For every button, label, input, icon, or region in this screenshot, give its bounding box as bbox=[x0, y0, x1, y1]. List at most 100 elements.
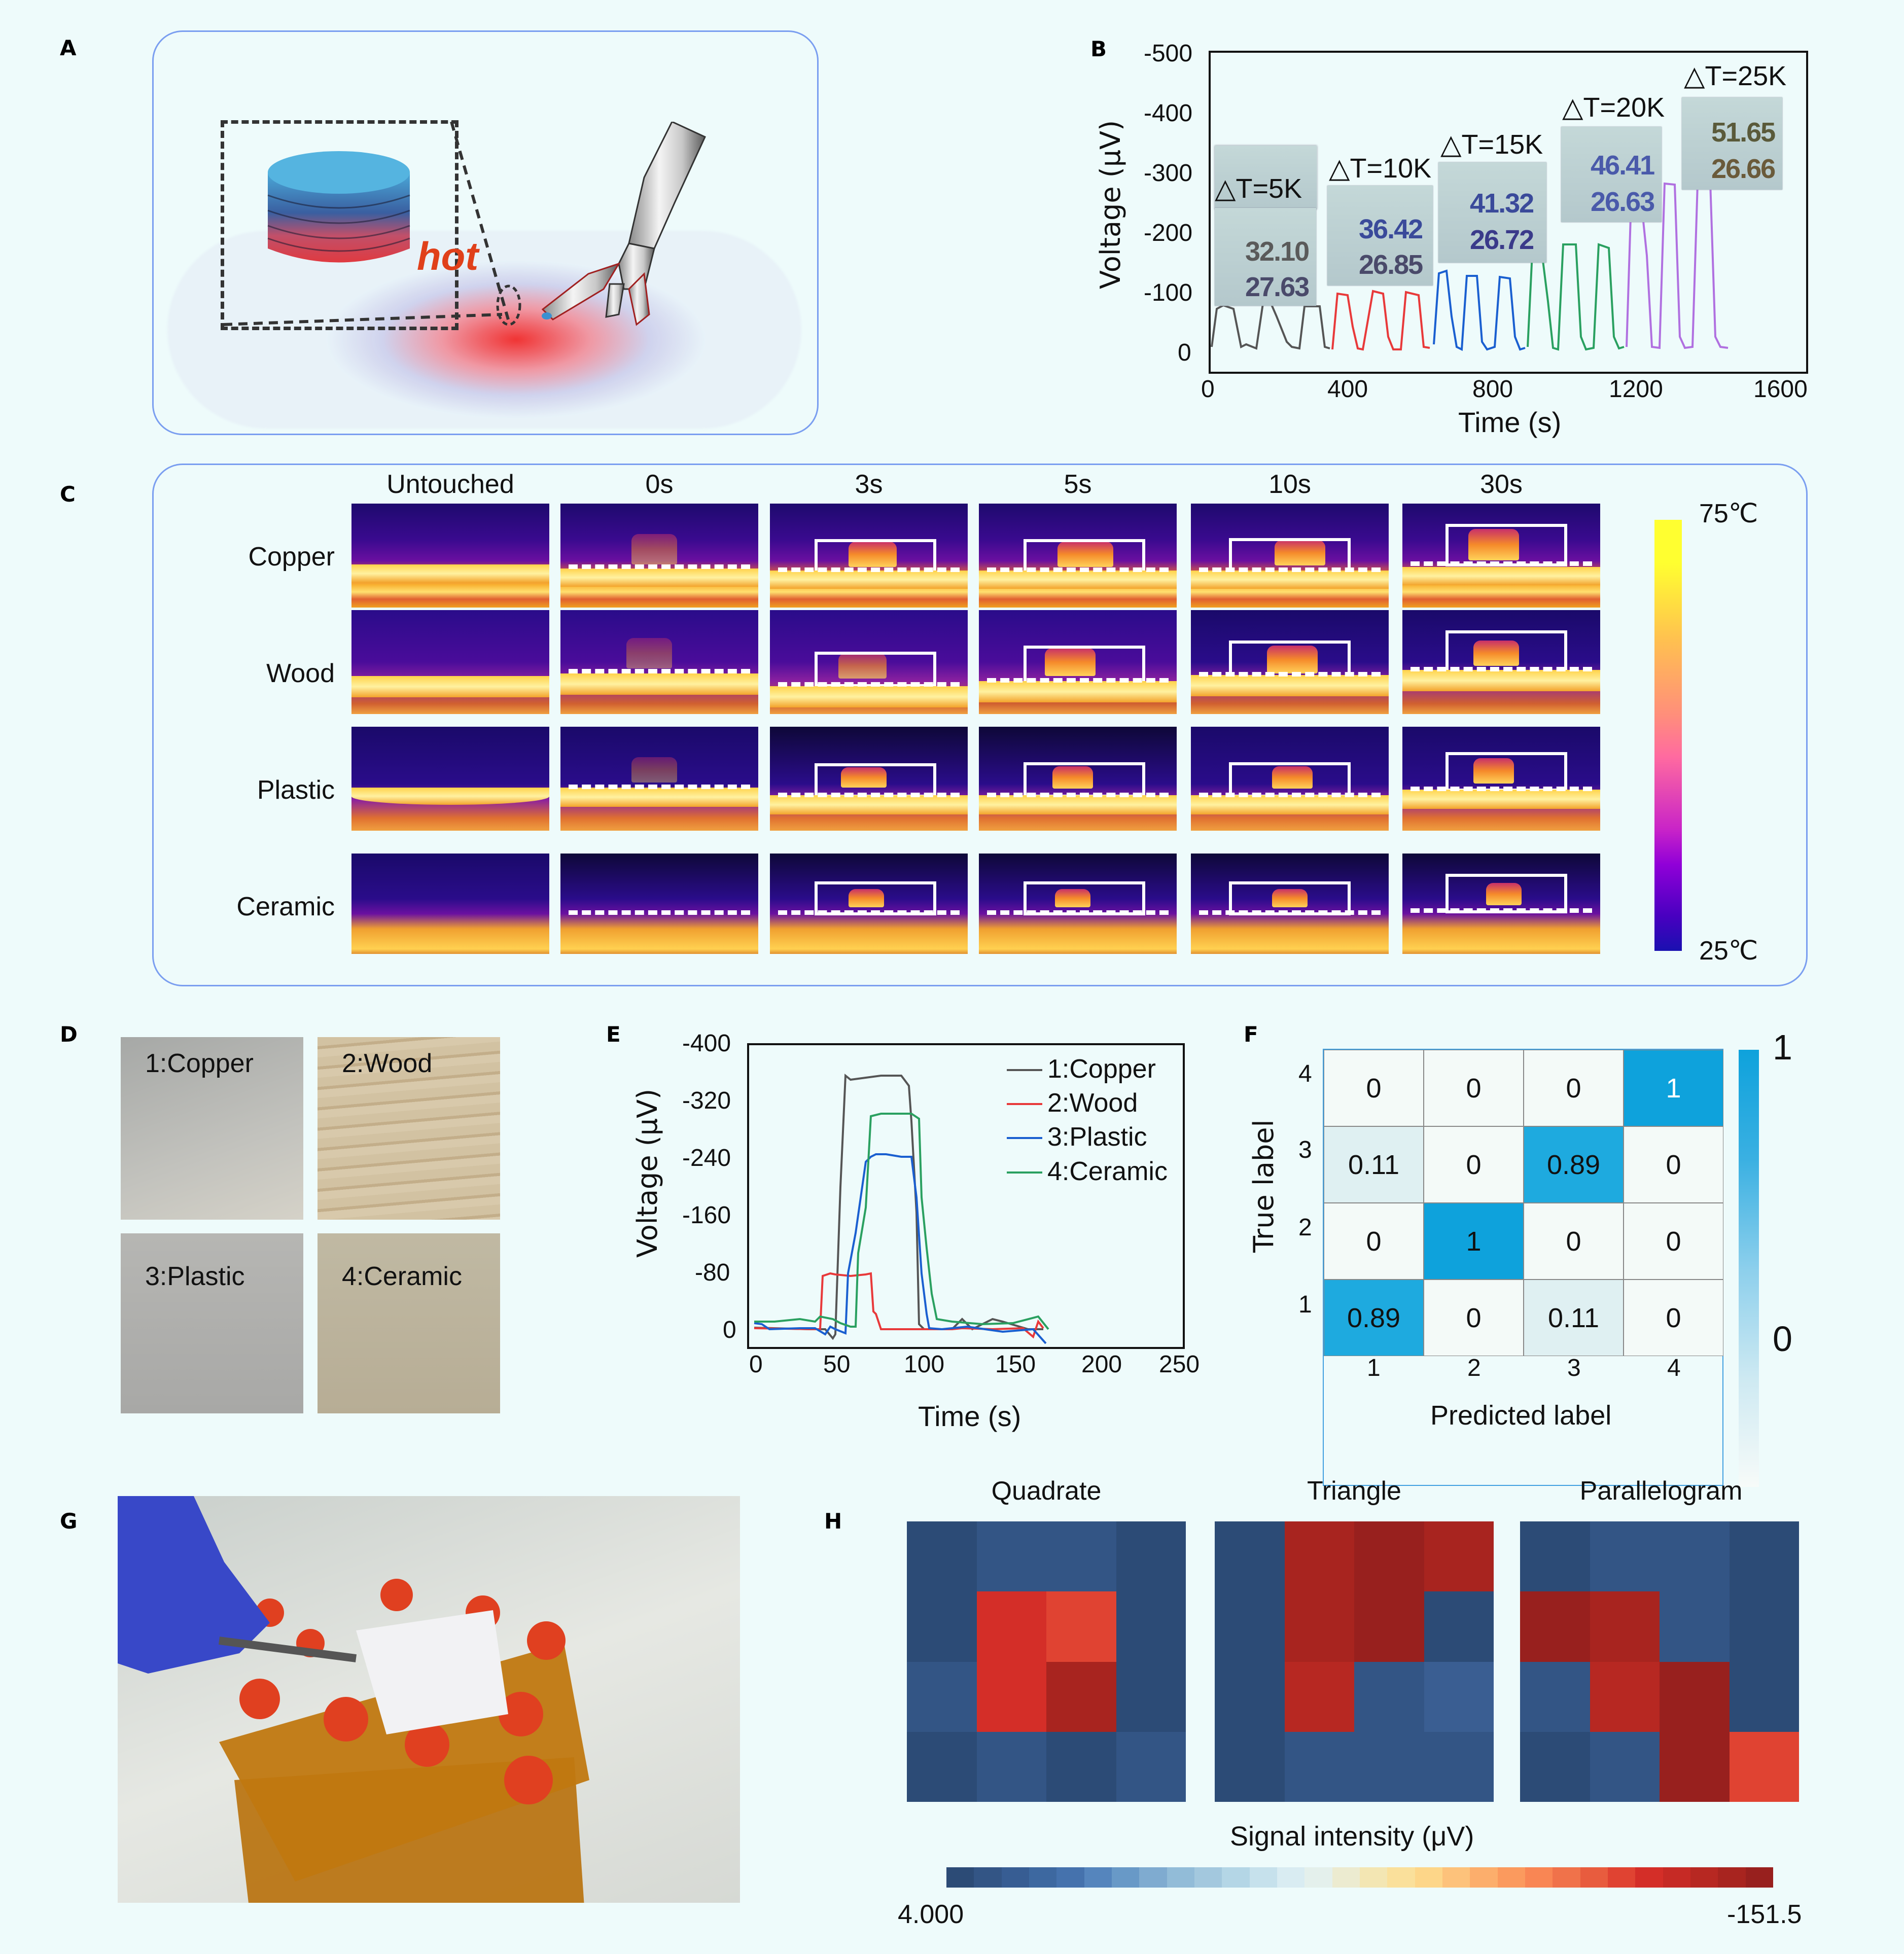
cm-cell: 0 bbox=[1424, 1050, 1524, 1126]
signal-colorbar bbox=[946, 1867, 1773, 1888]
cm-cell: 0.11 bbox=[1524, 1280, 1624, 1356]
legend-swatch-wood bbox=[1007, 1103, 1042, 1105]
robot-hand-icon bbox=[541, 122, 706, 326]
thermal-image bbox=[351, 610, 549, 714]
thermal-image bbox=[1402, 504, 1600, 608]
thermal-image bbox=[770, 854, 968, 954]
e-xtick: 0 bbox=[749, 1351, 763, 1378]
e-xtick: 50 bbox=[823, 1351, 851, 1378]
thermal-image bbox=[351, 504, 549, 608]
cm-cell: 0 bbox=[1624, 1280, 1723, 1356]
e-xtick: 100 bbox=[904, 1351, 945, 1378]
thermal-image bbox=[1191, 504, 1389, 608]
thermometer-display: 51.65 26.66 bbox=[1682, 97, 1782, 190]
thermal-image bbox=[560, 610, 758, 714]
column-header: 30s bbox=[1480, 470, 1523, 499]
b-ytick: -100 bbox=[1144, 279, 1193, 306]
f-xtick: 2 bbox=[1467, 1355, 1481, 1381]
legend-swatch-ceramic bbox=[1007, 1171, 1042, 1174]
row-header: Plastic bbox=[257, 775, 335, 805]
row-header: Copper bbox=[248, 542, 335, 572]
e-ytick: -400 bbox=[682, 1030, 731, 1057]
sensor-array-photo bbox=[118, 1496, 740, 1912]
heatmap-title: Triangle bbox=[1307, 1476, 1401, 1506]
thermal-image bbox=[979, 727, 1177, 831]
e-ytick: -240 bbox=[682, 1145, 731, 1171]
thermometer-display: 46.41 26.63 bbox=[1561, 127, 1662, 222]
panel-label-f: F bbox=[1244, 1022, 1258, 1047]
cm-cell: 0 bbox=[1624, 1126, 1723, 1203]
b-ytick: -200 bbox=[1144, 220, 1193, 246]
thermal-image bbox=[770, 610, 968, 714]
e-xtick: 200 bbox=[1081, 1351, 1122, 1378]
f-xtick: 1 bbox=[1367, 1355, 1381, 1381]
cm-cell: 1 bbox=[1624, 1050, 1723, 1126]
cm-cell: 0.11 bbox=[1324, 1126, 1424, 1203]
panel-label-g: G bbox=[60, 1509, 78, 1534]
signal-colorbar-min: 4.000 bbox=[898, 1900, 964, 1929]
f-ylabel: True label bbox=[1248, 1119, 1280, 1253]
heatmap-title: Parallelogram bbox=[1579, 1476, 1743, 1506]
legend-label: 3:Plastic bbox=[1047, 1122, 1147, 1152]
e-xlabel: Time (s) bbox=[918, 1400, 1021, 1432]
dt-label: △T=10K bbox=[1329, 153, 1432, 184]
thermal-image bbox=[351, 727, 549, 831]
b-xtick: 800 bbox=[1472, 376, 1513, 403]
cm-cell: 0.89 bbox=[1524, 1126, 1624, 1203]
thermal-image bbox=[1402, 610, 1600, 714]
panel-label-b: B bbox=[1090, 37, 1107, 61]
b-ytick: -300 bbox=[1144, 160, 1193, 187]
colorbar-max-label: 75℃ bbox=[1699, 499, 1758, 528]
e-ytick: -320 bbox=[682, 1087, 731, 1114]
temperature-colorbar bbox=[1654, 520, 1682, 951]
heatmap-triangle bbox=[1215, 1521, 1494, 1802]
sample-wood: 2:Wood bbox=[318, 1037, 500, 1220]
thermal-image bbox=[979, 854, 1177, 954]
heatmap-parallelogram bbox=[1520, 1521, 1799, 1802]
b-xtick: 1600 bbox=[1753, 376, 1808, 403]
thermal-image bbox=[1191, 610, 1389, 714]
row-header: Ceramic bbox=[236, 892, 335, 921]
f-ytick: 3 bbox=[1298, 1136, 1312, 1163]
colorbar-min-label: 25℃ bbox=[1699, 936, 1758, 966]
thermal-image bbox=[560, 727, 758, 831]
legend-swatch-plastic bbox=[1007, 1137, 1042, 1139]
f-xtick: 4 bbox=[1667, 1355, 1681, 1381]
row-header: Wood bbox=[266, 659, 335, 688]
e-xtick: 150 bbox=[995, 1351, 1036, 1378]
thermometer-display bbox=[1215, 146, 1317, 209]
cm-cell: 0 bbox=[1324, 1203, 1424, 1280]
thermal-image bbox=[351, 854, 549, 954]
b-ytick: -500 bbox=[1144, 40, 1193, 67]
confusion-colorbar bbox=[1739, 1050, 1759, 1487]
cm-cell: 0 bbox=[1524, 1203, 1624, 1280]
heatmap-quadrate bbox=[907, 1521, 1186, 1802]
heatmap-title: Quadrate bbox=[991, 1476, 1102, 1506]
dt-label: △T=5K bbox=[1215, 173, 1302, 204]
e-ytick: 0 bbox=[723, 1317, 736, 1343]
f-ytick: 1 bbox=[1298, 1291, 1312, 1318]
cm-cell: 1 bbox=[1424, 1203, 1524, 1280]
thermal-image bbox=[1402, 727, 1600, 831]
e-xtick: 250 bbox=[1159, 1351, 1200, 1378]
thermometer-display: 32.10 27.63 bbox=[1215, 208, 1316, 306]
panel-label-h: H bbox=[824, 1509, 842, 1534]
cm-cell: 0.89 bbox=[1324, 1280, 1424, 1356]
column-header: 3s bbox=[855, 470, 883, 499]
thermal-image bbox=[560, 504, 758, 608]
b-ytick: 0 bbox=[1178, 339, 1191, 366]
b-xtick: 1200 bbox=[1609, 376, 1663, 403]
cm-cell: 0 bbox=[1624, 1203, 1723, 1280]
thermal-image bbox=[560, 854, 758, 954]
e-ylabel: Voltage (μV) bbox=[631, 1088, 663, 1258]
sample-ceramic: 4:Ceramic bbox=[318, 1233, 500, 1413]
f-xlabel: Predicted label bbox=[1430, 1400, 1612, 1431]
b-xtick: 400 bbox=[1327, 376, 1368, 403]
column-header: Untouched bbox=[386, 470, 514, 499]
dt-label: △T=15K bbox=[1440, 129, 1543, 160]
signal-colorbar-max: -151.5 bbox=[1727, 1900, 1802, 1929]
thermal-image bbox=[1402, 854, 1600, 954]
thermal-image bbox=[979, 504, 1177, 608]
thermometer-display: 36.42 26.85 bbox=[1327, 186, 1433, 286]
legend-swatch-copper bbox=[1007, 1069, 1042, 1071]
